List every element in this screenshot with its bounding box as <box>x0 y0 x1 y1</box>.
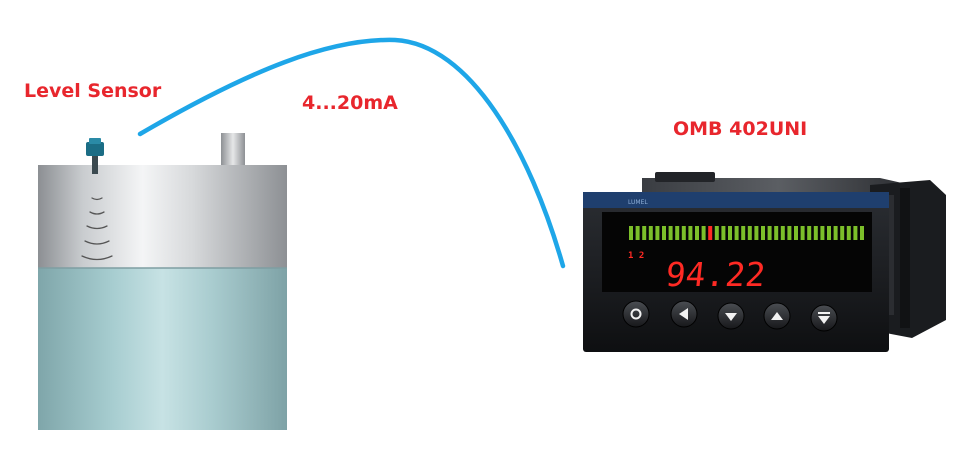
bargraph-segment <box>728 226 732 240</box>
bargraph-segment <box>827 226 831 240</box>
bargraph-segment <box>754 226 759 240</box>
bargraph-segment <box>833 226 838 240</box>
bargraph-segment <box>708 226 713 240</box>
bargraph-segment <box>741 226 746 240</box>
bargraph-segment <box>807 226 812 240</box>
bargraph-segment <box>787 226 792 240</box>
relay-indicators: 1 2 <box>628 251 644 261</box>
panel-meter: LUMEL 1 2 94.22 <box>583 172 946 352</box>
bargraph-segment <box>794 226 798 240</box>
bargraph-segment <box>840 226 845 240</box>
brand-logo: LUMEL <box>628 199 648 206</box>
bargraph-segment <box>648 226 653 240</box>
bargraph-segment <box>642 226 647 240</box>
down-arrow-button[interactable] <box>717 302 745 330</box>
tank <box>38 133 287 430</box>
display-window <box>602 212 872 292</box>
bargraph-segment <box>860 226 864 240</box>
bargraph-segment <box>820 226 825 240</box>
arrow-up-icon <box>771 312 783 320</box>
sound-waves-icon <box>81 197 113 261</box>
level-sensor-label: Level Sensor <box>24 80 162 102</box>
bargraph-segment <box>668 226 673 240</box>
meter-keypad <box>622 300 838 332</box>
bargraph-segment <box>747 226 752 240</box>
arrow-left-icon <box>679 308 688 320</box>
bargraph-segment <box>774 226 779 240</box>
up-arrow-button[interactable] <box>763 302 791 330</box>
meter-model-label: OMB 402UNI <box>673 118 808 140</box>
level-sensor <box>86 138 104 174</box>
bargraph-segment <box>721 226 726 240</box>
bargraph-segment <box>761 226 765 240</box>
enter-button[interactable] <box>622 300 650 328</box>
bargraph-segment <box>688 226 693 240</box>
bargraph-segment <box>714 226 719 240</box>
arrow-down-icon <box>725 313 737 321</box>
bargraph <box>629 226 864 240</box>
double-arrow-down-icon <box>818 312 830 324</box>
bargraph-segment <box>675 226 680 240</box>
display-value: 94.22 <box>664 255 767 294</box>
bargraph-segment <box>629 226 633 240</box>
bargraph-segment <box>701 226 706 240</box>
enter-icon <box>630 308 642 320</box>
bargraph-segment <box>800 226 805 240</box>
bargraph-segment <box>780 226 785 240</box>
bargraph-segment <box>813 226 818 240</box>
bargraph-segment <box>681 226 686 240</box>
bargraph-segment <box>635 226 640 240</box>
bargraph-segment <box>767 226 772 240</box>
bargraph-segment <box>846 226 851 240</box>
bargraph-segment <box>734 226 739 240</box>
bargraph-segment <box>853 226 858 240</box>
left-arrow-button[interactable] <box>670 300 698 328</box>
menu-button[interactable] <box>810 304 838 332</box>
signal-label: 4...20mA <box>302 92 398 114</box>
tank-nozzle <box>221 133 245 167</box>
bargraph-segment <box>662 226 666 240</box>
tank-liquid <box>38 268 287 430</box>
bargraph-segment <box>695 226 699 240</box>
signal-cable <box>137 37 566 269</box>
bargraph-segment <box>655 226 660 240</box>
